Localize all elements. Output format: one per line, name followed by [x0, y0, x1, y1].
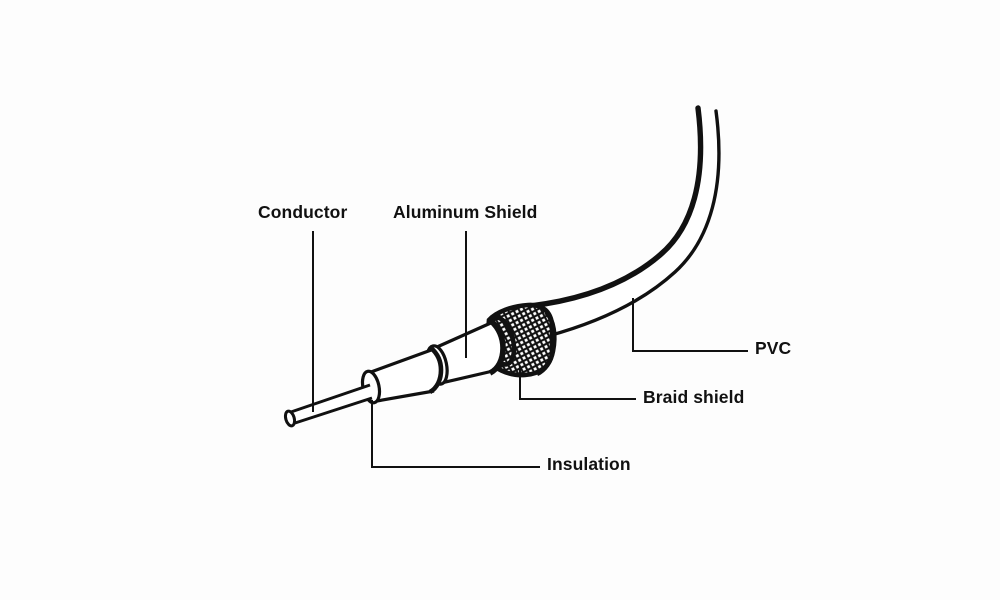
label-pvc: PVC	[755, 338, 792, 358]
insulation-top-edge	[370, 347, 435, 374]
leader-insulation	[371, 400, 540, 468]
pvc-outer-edge	[527, 105, 704, 309]
aluminum-bottom-edge	[436, 369, 494, 386]
insulation-layer	[360, 346, 444, 405]
label-braid-shield: Braid shield	[643, 387, 745, 407]
conductor-top-edge	[287, 383, 371, 415]
aluminum-shoulder	[488, 318, 506, 376]
insulation-shoulder	[428, 346, 444, 394]
leader-pvc	[632, 298, 748, 352]
braid-right-lip	[535, 310, 557, 377]
leader-braid-shield	[519, 366, 636, 400]
pvc-inner-edge	[546, 109, 721, 338]
pvc-jacket	[527, 105, 721, 338]
insulation-bottom-edge	[370, 389, 435, 404]
label-conductor: Conductor	[258, 202, 348, 222]
label-aluminum-shield: Aluminum Shield	[393, 202, 538, 222]
conductor-tip	[283, 409, 297, 428]
conductor-bottom-edge	[291, 396, 373, 426]
leader-lines	[312, 231, 748, 468]
center-conductor	[283, 383, 373, 428]
label-insulation: Insulation	[547, 454, 631, 474]
